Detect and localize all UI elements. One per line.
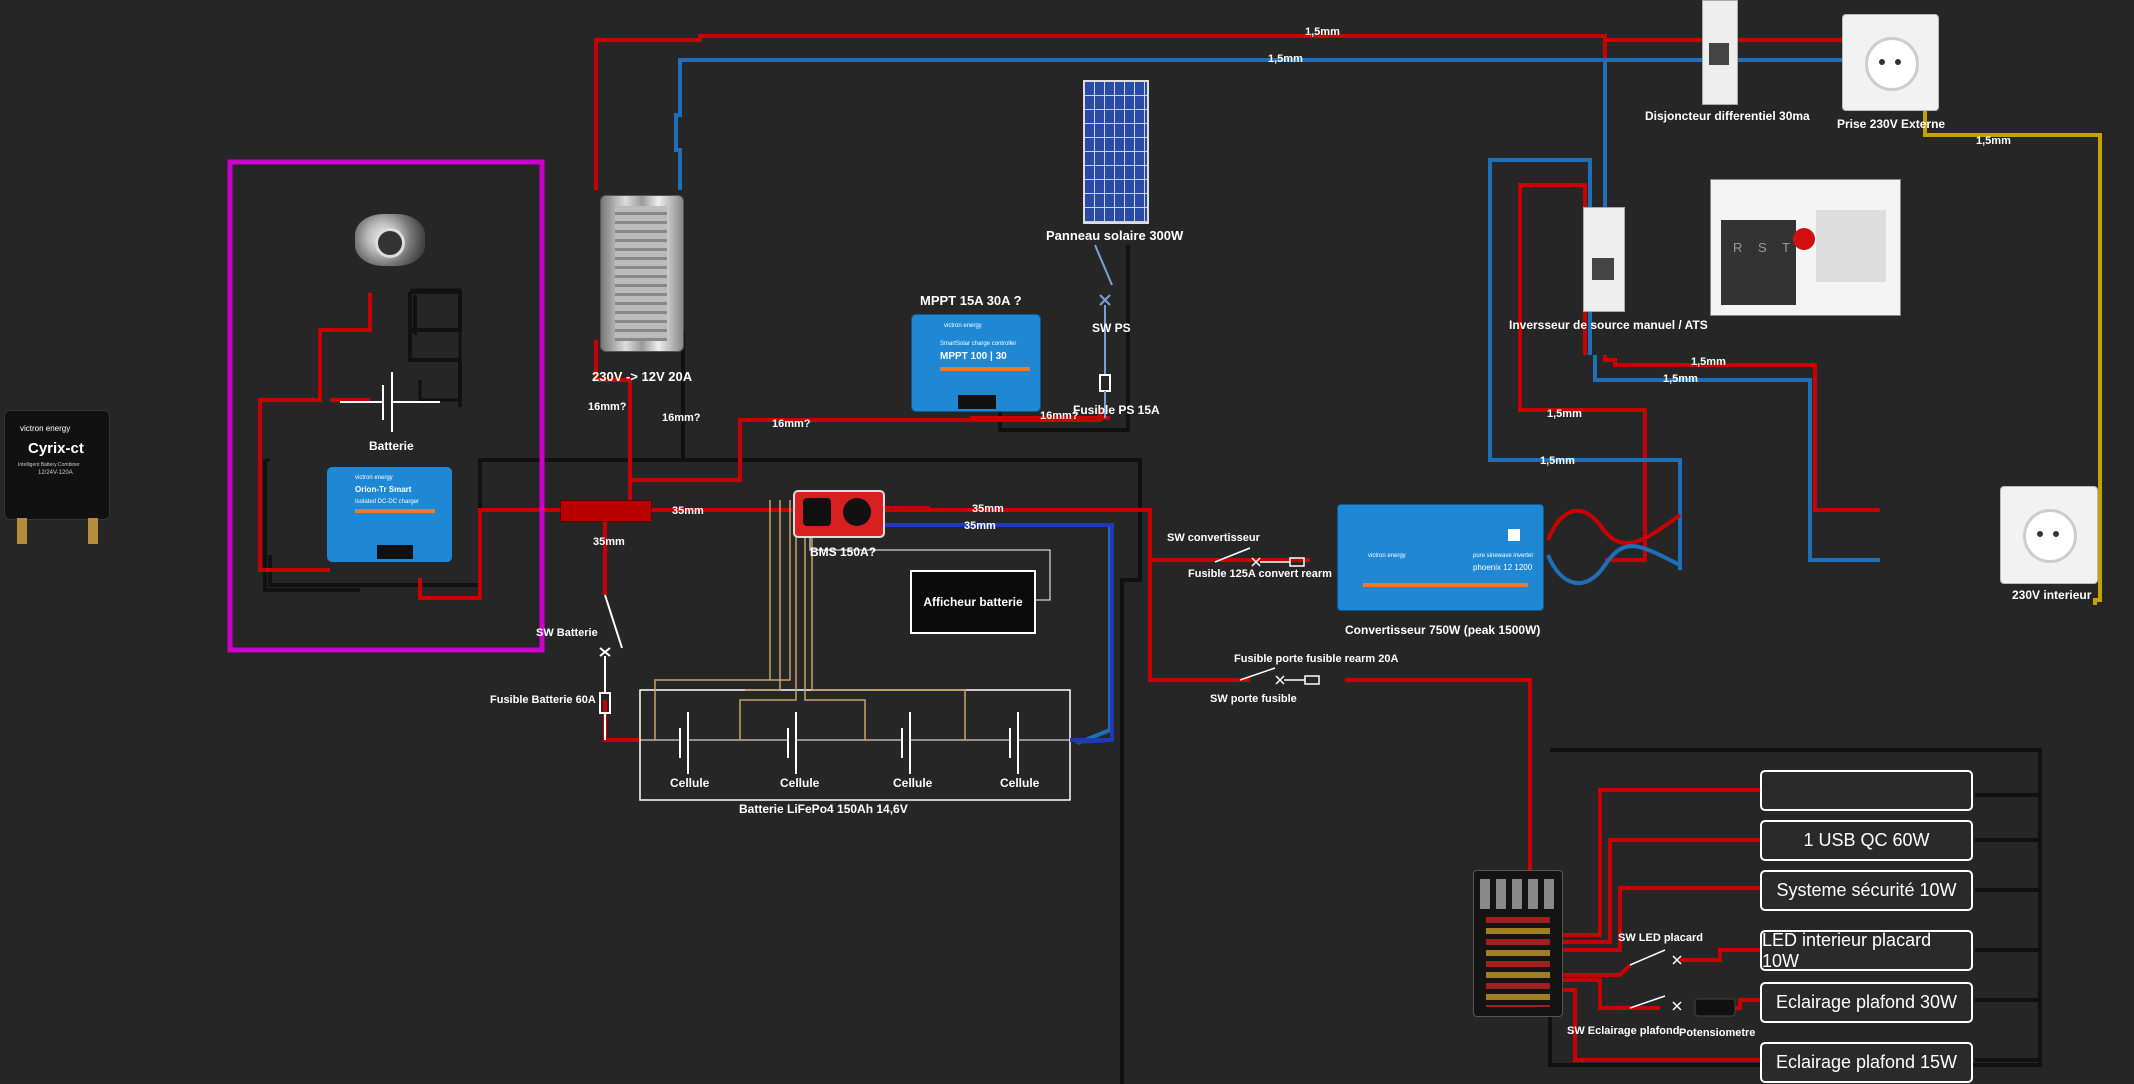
fusible-porte-label: Fusible porte fusible rearm 20A [1234,653,1399,665]
sw-led-label: SW LED placard [1618,932,1703,944]
cellule-1: Cellule [670,776,710,790]
load-box-plafond-30: Eclairage plafond 30W [1760,982,1973,1023]
ats-wire-2: 1,5mm [1663,373,1698,385]
wire-16mm-c: 16mm? [772,418,811,430]
alternator-icon [347,210,433,270]
disjoncteur-label: Disjoncteur differentiel 30ma [1645,109,1810,123]
cyrix-brand: victron energy [20,424,71,433]
bms-label: BMS 150A? [810,545,877,559]
wire-16mm-d: 16mm? [1040,410,1079,422]
main-busbar [560,500,652,522]
orion-sub: Isolated DC-DC charger [355,499,420,505]
orion-smart-charger: victron energy Orion-Tr Smart Isolated D… [327,467,452,562]
phoenix-model: phoenix 12 1200 [1473,563,1533,572]
sw-batterie-symbol [599,594,623,740]
cyrix-terminal-right [88,518,98,544]
load-box-plafond-15: Eclairage plafond 15W [1760,1042,1973,1083]
convertisseur-label: Convertisseur 750W (peak 1500W) [1345,623,1541,637]
sw-convertisseur-symbol [1214,547,1305,567]
sw-porte-symbol [1239,667,1320,685]
potentiometre-label: Potensiometre [1679,1027,1756,1039]
mppt-brand: victron energy [944,323,982,329]
prise-interieur [2000,486,2098,584]
inverseur-label: Inversseur de source manuel / ATS [1509,318,1708,332]
fuse-box [1473,870,1563,1017]
afficheur-batterie: Afficheur batterie [910,570,1036,634]
ats-wire-1: 1,5mm [1691,356,1726,368]
cyrix-name: Cyrix-ct [28,440,84,457]
wire-16mm-b: 16mm? [662,412,701,424]
sw-batterie-label: SW Batterie [536,627,598,639]
ats-letters: R S T [1733,240,1796,255]
load-box-empty [1760,770,1973,811]
alternator-frame [227,159,545,653]
mppt-model: MPPT 100 | 30 [940,351,1007,362]
earth-wire [1923,105,2102,605]
phoenix-brand: victron energy [1368,553,1406,559]
load-box-usb: 1 USB QC 60W [1760,820,1973,861]
ats-switch-photo: R S T [1710,179,1901,316]
phoenix-sub: pure sinewave inverter [1473,553,1534,559]
ats-breaker [1583,207,1625,312]
mppt-label: MPPT 15A 30A ? [920,293,1022,308]
prise-externe-wire: 1,5mm [1976,135,2011,147]
sw-porte-label: SW porte fusible [1210,693,1297,705]
sw-eclairage-label: SW Eclairage plafond [1567,1025,1680,1037]
wire-35mm-a: 35mm [672,505,704,517]
cyrix-combiner: victron energy Cyrix-ct Intelligent Batt… [0,410,110,550]
prise-interieur-label: 230V interieur [2012,588,2092,602]
starter-battery-label: Batterie [369,439,414,453]
phoenix-inverter: victron energy pure sinewave inverter ph… [1337,504,1544,611]
solar-panel [1083,80,1149,224]
load-box-led-placard: LED interieur placard 10W [1760,930,1973,971]
wire-35mm-d: 35mm [964,520,996,532]
orion-brand: victron energy [355,475,393,481]
charger-label: 230V -> 12V 20A [592,369,693,384]
cyrix-terminal-left [17,518,27,544]
wire-35mm-c: 35mm [972,503,1004,515]
cellule-4: Cellule [1000,776,1040,790]
cyrix-spec: 12/24V-120A [38,470,73,476]
mppt-sub: SmartSolar charge controller [940,341,1017,347]
sw-convertisseur-label: SW convertisseur [1167,532,1260,544]
disjoncteur-breaker [1702,0,1738,105]
cellule-3: Cellule [893,776,933,790]
neutral-wires [674,58,1880,745]
solar-panel-label: Panneau solaire 300W [1046,228,1184,243]
prise-externe [1842,14,1939,111]
lifepo4-label: Batterie LiFePo4 150Ah 14,6V [739,802,908,816]
cellule-2: Cellule [780,776,820,790]
bms-module [793,490,885,538]
top-red-wire-label: 1,5mm [1305,26,1340,38]
ac-dc-charger [600,195,684,352]
starter-battery-symbol [340,372,440,432]
cyrix-sub: Intelligent Battery Combiner [18,462,80,468]
fusible-batterie-label: Fusible Batterie 60A [490,694,596,706]
fusible-convert-label: Fusible 125A convert rearm [1188,568,1332,580]
prise-externe-label: Prise 230V Externe [1837,117,1946,131]
mppt-controller: victron energy SmartSolar charge control… [911,314,1041,412]
fusible-ps-label: Fusible PS 15A [1073,403,1160,417]
load-box-securite: Systeme sécurité 10W [1760,870,1973,911]
ats-wire-4: 1,5mm [1540,455,1575,467]
wire-16mm-a: 16mm? [588,401,627,413]
sw-ps-symbol [1094,244,1113,418]
orion-name: Orion-Tr Smart [355,485,412,494]
ats-wire-3: 1,5mm [1547,408,1582,420]
potentiometre-symbol [1694,998,1736,1017]
sw-ps-label: SW PS [1092,321,1131,335]
wire-35mm-b: 35mm [593,536,625,548]
negative-wires [263,245,2042,1084]
top-blue-wire-label: 1,5mm [1268,53,1303,65]
